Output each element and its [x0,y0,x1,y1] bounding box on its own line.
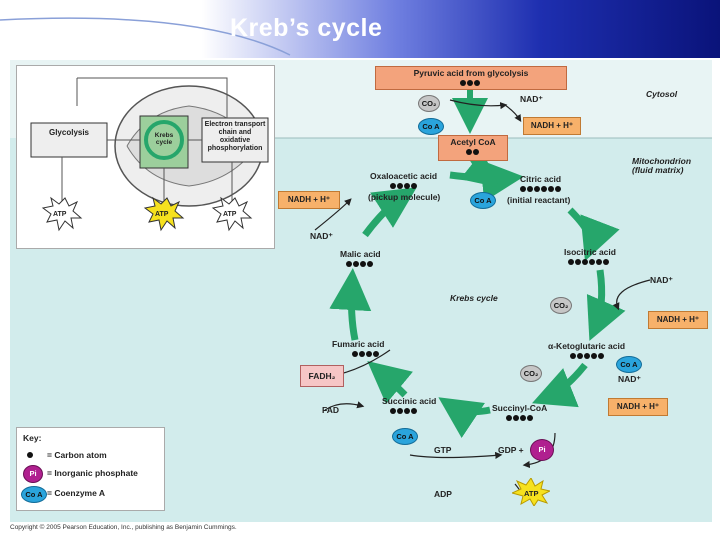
oxaloacetic-label: Oxaloacetic acid [370,171,438,181]
malic-carbons [346,261,373,267]
slide-header: Kreb’s cycle [0,0,720,58]
citric-carbons [520,186,561,192]
inset-krebs: Krebs cycle [154,132,174,147]
malic-label: Malic acid [340,249,381,259]
coa-succinyl: Co A [392,428,418,445]
co2-ketoglutarate: CO₂ [520,365,542,382]
pyruvic-carbons [460,80,480,86]
nad-malate: NAD⁺ [310,231,333,241]
oxaloacetic-carbons [390,183,417,189]
krebs-figure: Glycolysis Krebs cycle Electron transpor… [10,60,712,522]
key-pi-circle: Pi [23,465,43,483]
succinyl-carbons [506,415,533,421]
inset-atp-2: ATP [155,211,169,218]
coa-pyruvate: Co A [418,118,444,135]
atp-burst-1 [41,196,83,232]
overview-inset: Glycolysis Krebs cycle Electron transpor… [16,65,275,249]
co2-pyruvate: CO₂ [418,95,440,112]
nad-isocitrate: NAD⁺ [650,275,673,285]
key-box: Key: = Carbon atom Pi = Inorganic phosph… [16,427,165,511]
succinic-carbons [390,408,417,414]
citric-label: Citric acid [520,174,562,184]
pyruvic-label: Pyruvic acid from glycolysis [413,68,529,78]
key-coa-circle: Co A [21,486,47,503]
coa-citric: Co A [470,192,496,209]
isocitric-label: Isocitric acid [564,247,616,257]
cytosol-label: Cytosol [646,89,678,99]
succinic-label: Succinic acid [382,396,437,406]
overview-graphics [30,77,269,232]
co2-isocitrate: CO₂ [550,297,572,314]
copyright-line: Copyright © 2005 Pearson Education, Inc.… [10,524,237,531]
inset-atp-1: ATP [53,211,67,218]
isocitric-carbons [568,259,609,265]
pi-circle: Pi [530,439,554,461]
inset-etc: Electron transport chain and oxidative p… [204,121,266,153]
key-phosphate-label: = Inorganic phosphate [47,468,138,478]
inset-glycolysis: Glycolysis [48,128,90,137]
key-title: Key: [23,433,42,443]
pyruvic-box: Pyruvic acid from glycolysis [375,66,567,90]
atp-burst-2 [143,196,185,232]
oxaloacetic-note: (pickup molecule) [368,192,441,202]
key-coenzyme-label: = Coenzyme A [47,488,106,498]
fumaric-carbons [352,351,379,357]
acetyl-carbons [466,149,479,155]
inset-atp-3: ATP [223,211,237,218]
succinyl-label: Succinyl-CoA [492,403,548,413]
coa-ketoglutarate: Co A [616,356,642,373]
atp-burst-main [512,478,550,506]
acetyl-box: Acetyl CoA [438,135,508,161]
nadh-pyruvate: NADH + H⁺ [523,117,581,135]
adp-label: ADP [434,489,452,499]
atp-main-label: ATP [524,489,539,498]
nadh-malate: NADH + H⁺ [278,191,340,209]
gdp-label: GDP + [498,445,524,455]
citric-note: (initial reactant) [507,195,571,205]
ketoglutaric-label: α-Ketoglutaric acid [548,341,626,351]
nad-ketoglutarate: NAD⁺ [618,374,641,384]
header-swoosh [0,17,291,56]
fadh2-box: FADH₂ [300,365,344,387]
key-carbon-label: = Carbon atom [47,450,107,460]
fumaric-label: Fumaric acid [332,339,385,349]
acetyl-label: Acetyl CoA [450,137,496,147]
nadh-isocitrate: NADH + H⁺ [648,311,708,329]
gtp-label: GTP [434,445,452,455]
mitochondrion-label: Mitochondrion (fluid matrix) [632,156,692,175]
slide-title: Kreb’s cycle [230,14,383,42]
cycle-name-label: Krebs cycle [450,293,498,303]
nadh-ketoglutarate: NADH + H⁺ [608,398,668,416]
fad-label: FAD [322,405,339,415]
atp-burst-3 [211,196,253,232]
nad-pyruvate: NAD⁺ [520,94,543,104]
key-carbon-dot [27,452,33,458]
ketoglutaric-carbons [570,353,604,359]
